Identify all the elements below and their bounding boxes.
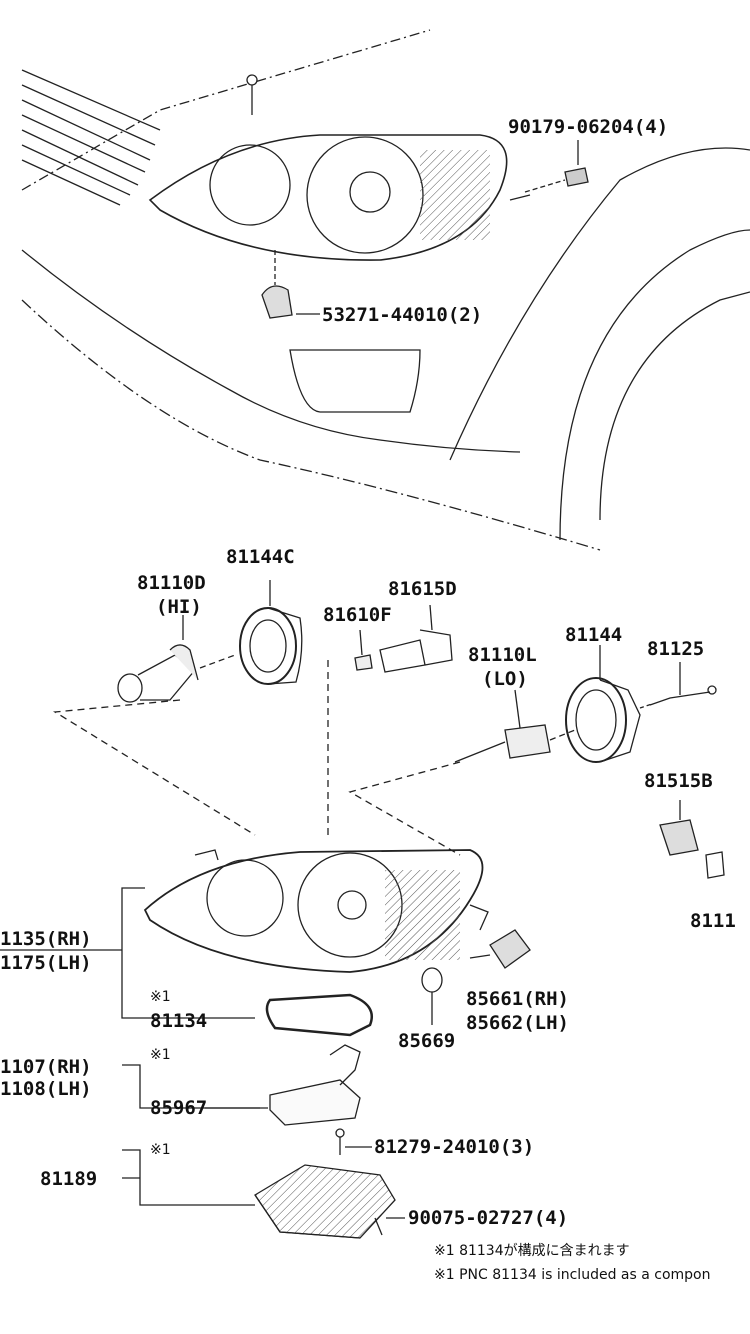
clip-53271 [261,285,293,319]
label-81107: 1107(RH) [0,1056,92,1078]
label-81110l: 81110L [468,644,537,666]
label-8111x: 8111 [690,910,736,932]
car-foglamp-recess [289,349,421,413]
bulb-81610f [354,654,373,671]
label-85967: 85967 [150,1097,208,1119]
car-bumper-line [21,249,521,453]
label-81610f: 81610F [323,604,392,626]
car-wheel-outer [559,229,750,541]
label-81515b: 81515B [644,770,713,792]
ring-81144 [565,645,641,763]
mark-note-1c: ※1 [150,1142,171,1158]
car-fender-arch [449,147,750,461]
label-hi: (HI) [156,596,202,618]
headlamp-installed [148,134,531,261]
label-90179: 90179-06204(4) [508,116,669,138]
label-81189: 81189 [40,1168,98,1190]
label-lo: (LO) [482,668,528,690]
socket-81615d [379,604,453,673]
screw-90075 [374,1217,383,1236]
label-90075: 90075-02727(4) [408,1207,569,1229]
bulb-81110d [117,615,199,703]
oring-85669 [421,967,443,993]
label-85669: 85669 [398,1030,456,1052]
label-81125: 81125 [647,638,705,660]
label-81108: 1108(LH) [0,1078,92,1100]
label-81134: 81134 [150,1010,208,1032]
label-81615d: 81615D [388,578,457,600]
label-81144: 81144 [565,624,623,646]
nut-90179 [564,167,589,187]
footnote-english: ※1 PNC 81134 is included as a compon [434,1267,711,1283]
ballast-85967 [269,1044,361,1126]
headlamp-assembly [143,849,489,973]
bulb-8111x [705,851,725,879]
car-hood-edge [21,29,431,191]
label-81135: 1135(RH) [0,928,92,950]
mark-note-1a: ※1 [150,989,171,1005]
label-53271: 53271-44010(2) [322,304,483,326]
label-81279: 81279-24010(3) [374,1136,535,1158]
label-81175: 1175(LH) [0,952,92,974]
car-bumper-lower [21,299,601,551]
label-81144c: 81144C [226,546,295,568]
cover-81189 [254,1164,396,1239]
label-85662: 85662(LH) [466,1012,569,1034]
socket-81515b [659,819,699,856]
car-wheel-inner [599,291,750,521]
wire-81125 [649,691,711,706]
label-85661: 85661(RH) [466,988,569,1010]
gasket-81134 [265,993,373,1037]
ring-81144c [239,580,303,685]
car-grille [21,69,161,206]
mark-note-1b: ※1 [150,1047,171,1063]
socket-85661 [489,929,531,969]
footnote-japanese: ※1 81134が構成に含まれます [434,1243,630,1259]
label-81110d: 81110D [137,572,206,594]
bulb-81110l [454,689,551,763]
